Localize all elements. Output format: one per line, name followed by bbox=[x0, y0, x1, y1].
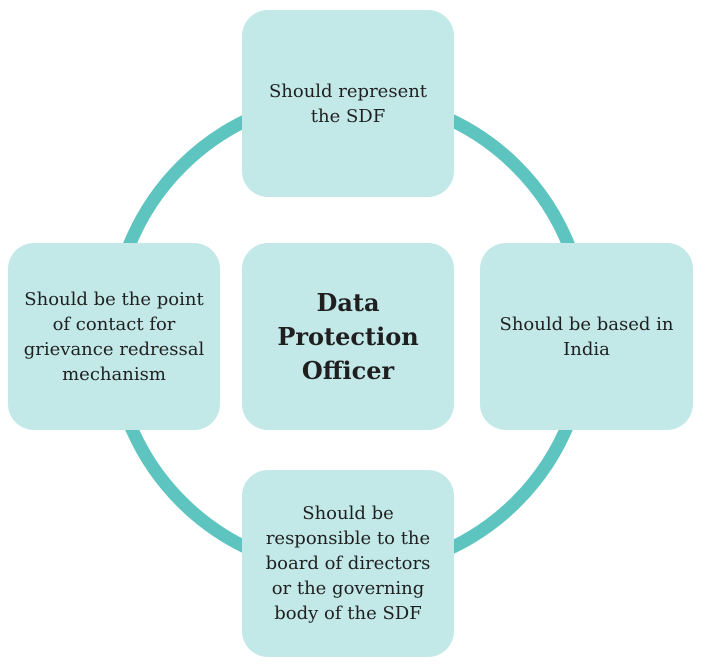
requirement-right-box: Should be based in India bbox=[480, 243, 693, 430]
requirement-left-text: Should be the point of contact for griev… bbox=[23, 288, 205, 385]
requirement-top-box: Should represent the SDF bbox=[242, 10, 454, 197]
center-box: Data Protection Officer bbox=[242, 243, 454, 430]
requirement-right-text: Should be based in India bbox=[499, 313, 674, 360]
requirement-bottom-box: Should be responsible to the board of di… bbox=[242, 470, 454, 657]
requirement-bottom-text: Should be responsible to the board of di… bbox=[265, 503, 431, 624]
requirement-left-box: Should be the point of contact for griev… bbox=[8, 243, 220, 430]
center-title: Data Protection Officer bbox=[277, 287, 419, 385]
requirement-top-text: Should represent the SDF bbox=[268, 80, 428, 127]
